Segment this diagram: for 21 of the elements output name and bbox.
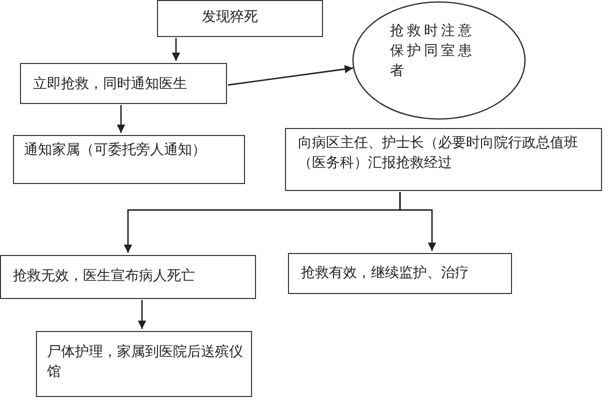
node-text: 抢救有效，继续监护、治疗: [301, 264, 470, 283]
node-text: 发现猝死: [202, 8, 259, 27]
node-text: 抢救时注意保护同室患者: [390, 22, 476, 81]
arrow: [228, 64, 354, 86]
start-box: [157, 0, 323, 37]
arrow: [116, 105, 126, 133]
arrow: [138, 300, 146, 329]
node-text: 抢救无效，医生宣布病人死亡: [13, 267, 196, 286]
node-text: 向病区主任、护士长（必要时向院行政总值班（医务科）汇报抢救经过: [298, 134, 579, 173]
note-ellipse: [352, 1, 526, 120]
arrow: [399, 192, 436, 251]
process-box: [13, 135, 245, 184]
node-text: 通知家属（可委托旁人通知）: [24, 141, 207, 160]
process-box: [20, 63, 227, 104]
process-box: [285, 128, 602, 191]
arrow: [172, 38, 180, 61]
node-text: 立即抢救，同时通知医生: [33, 75, 188, 94]
result-box: [0, 255, 256, 299]
end-box: [36, 331, 252, 397]
result-box: [288, 253, 512, 294]
node-text: 尸体护理，家属到医院后送殡仪馆: [47, 343, 244, 382]
